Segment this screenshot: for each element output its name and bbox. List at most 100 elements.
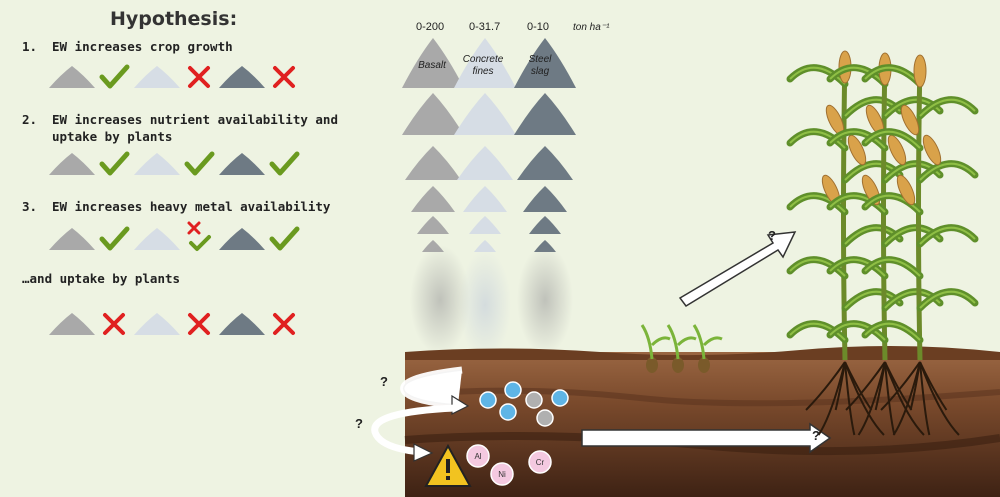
falling-pile-basalt-4 — [411, 186, 455, 212]
growth-arrow — [678, 231, 797, 307]
metal-ion-label: Ni — [498, 470, 506, 479]
question-mark-1: ? — [380, 374, 388, 389]
corn-plants — [786, 50, 979, 436]
hypothesis-2: 2. EW increases nutrient availability and… — [22, 111, 338, 145]
pile-basalt-row2 — [49, 153, 95, 175]
corn-root — [874, 361, 886, 411]
pile-basalt-row4 — [49, 313, 95, 335]
metal-ion — [490, 462, 514, 486]
corn-root — [909, 361, 921, 411]
dust-plumes — [410, 245, 573, 360]
check-icon — [269, 151, 300, 176]
hypothesis-4-text: …and uptake by plants — [22, 271, 181, 286]
hypothesis-title: Hypothesis: — [110, 8, 238, 30]
pile-concrete-row4 — [134, 313, 180, 335]
nutrient-ion — [551, 389, 569, 407]
hypothesis-2-number: 2. — [22, 112, 38, 127]
pile-concrete-row2 — [134, 153, 180, 175]
ion-particle — [525, 391, 543, 409]
hypothesis-1-text: EW increases crop growth — [52, 39, 233, 54]
corn-cob — [887, 134, 907, 166]
corn-cob — [900, 104, 920, 136]
rate-concrete: 0-31.7 — [469, 21, 501, 33]
check-icon — [99, 226, 130, 251]
check-icon — [99, 64, 130, 89]
falling-pile-basalt-2 — [402, 93, 464, 135]
falling-pile-concrete-1 — [454, 38, 516, 88]
check-icon — [269, 226, 300, 251]
hypothesis-3-number: 3. — [22, 199, 38, 214]
nutrient-ion — [499, 403, 517, 421]
question-mark-2: ? — [355, 416, 363, 431]
corn-tassel — [913, 54, 927, 88]
corn-root — [884, 361, 925, 436]
corn-root — [919, 361, 931, 436]
falling-pile-concrete-6 — [474, 240, 496, 252]
pile-steel-row4 — [219, 313, 265, 335]
pile-steel-row3 — [219, 228, 265, 250]
metal-ion-label: Cr — [536, 458, 545, 467]
falling-pile-basalt-5 — [417, 216, 449, 234]
rate-steel: 0-10 — [527, 21, 550, 33]
falling-pile-steel-1 — [514, 38, 576, 88]
metal-ion — [466, 444, 490, 468]
curved-arrows — [371, 366, 470, 462]
hypothesis-1-number: 1. — [22, 39, 38, 54]
check-icon — [99, 151, 130, 176]
nutrient-ion — [504, 381, 522, 399]
cross-icon — [103, 313, 125, 335]
cross-icon — [273, 66, 295, 88]
corn-root — [845, 361, 886, 411]
hypothesis-2-text-line2: uptake by plants — [52, 129, 173, 144]
corn-root — [884, 361, 896, 436]
metal-ion-label: Al — [474, 452, 481, 461]
pile-steel-row2 — [219, 153, 265, 175]
falling-pile-concrete-3 — [457, 146, 513, 180]
falling-pile-steel-3 — [517, 146, 573, 180]
falling-pile-basalt-1 — [402, 38, 464, 88]
cross-check-icon — [187, 221, 211, 251]
pile-steel-row1 — [219, 66, 265, 88]
seedlings — [640, 324, 723, 373]
corn-root — [844, 361, 885, 436]
hypothesis-outcome-rows — [49, 64, 300, 335]
hypothesis-3: 3. EW increases heavy metal availability — [22, 198, 330, 215]
hypothesis-4: …and uptake by plants — [22, 270, 180, 287]
question-mark-3: ? — [812, 428, 820, 443]
falling-pile-basalt-3 — [405, 146, 461, 180]
falling-pile-steel-5 — [529, 216, 561, 234]
corn-plant — [861, 54, 979, 436]
pile-concrete-row1 — [134, 66, 180, 88]
falling-pile-concrete-2 — [454, 93, 516, 135]
pile-concrete-row3 — [134, 228, 180, 250]
falling-pile-steel-2 — [514, 93, 576, 135]
hypothesis-2-text: EW increases nutrient availability and — [52, 112, 338, 127]
amendment-pile-columns — [402, 38, 576, 252]
label-basalt: Basalt — [418, 60, 446, 71]
falling-pile-concrete-5 — [469, 216, 501, 234]
pile-basalt-row1 — [49, 66, 95, 88]
nutrient-ion — [479, 391, 497, 409]
rate-unit: ton ha⁻¹ — [573, 22, 610, 33]
cross-icon — [188, 313, 210, 335]
uptake-arrow — [581, 422, 832, 454]
corn-root — [919, 361, 960, 436]
ion-particle — [536, 409, 554, 427]
corn-root — [880, 361, 921, 411]
pile-basalt-row3 — [49, 228, 95, 250]
check-icon — [184, 151, 215, 176]
corn-root — [834, 361, 846, 411]
falling-pile-steel-4 — [523, 186, 567, 212]
question-mark-4: ? — [768, 228, 776, 243]
hypothesis-1: 1. EW increases crop growth — [22, 38, 233, 55]
metal-ion — [528, 450, 552, 474]
hypothesis-3-text: EW increases heavy metal availability — [52, 199, 331, 214]
rate-basalt: 0-200 — [416, 21, 445, 33]
falling-pile-concrete-4 — [463, 186, 507, 212]
corn-cob — [922, 134, 942, 166]
